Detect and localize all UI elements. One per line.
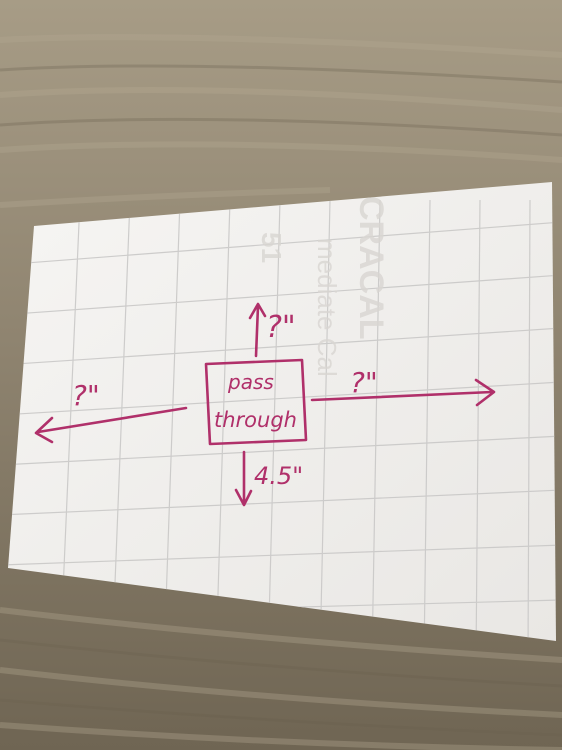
handwritten-labels: pass through ?" ?" ?" 4.5" — [72, 310, 378, 490]
box-text-pass: pass — [227, 370, 274, 394]
left-arrow-icon — [34, 406, 188, 444]
bottom-dimension-label: 4.5" — [254, 462, 303, 490]
right-dimension-label: ?" — [350, 366, 378, 399]
left-dimension-label: ?" — [72, 379, 100, 412]
bleed-through-print: mediate Cal 51 CRACAL — [256, 196, 390, 377]
up-arrow-icon — [248, 302, 267, 358]
bleed-text-number: 51 — [256, 232, 287, 263]
handwritten-diagram — [34, 302, 496, 507]
bleed-brand-text: CRACAL — [352, 196, 390, 340]
paper-card — [8, 182, 556, 641]
pass-through-box — [204, 358, 308, 446]
down-arrow-icon — [234, 450, 253, 507]
top-dimension-label: ?" — [266, 310, 296, 345]
bleed-text-line1: mediate Cal — [312, 238, 342, 377]
right-arrow-icon — [310, 378, 496, 407]
box-text-through: through — [214, 408, 297, 432]
